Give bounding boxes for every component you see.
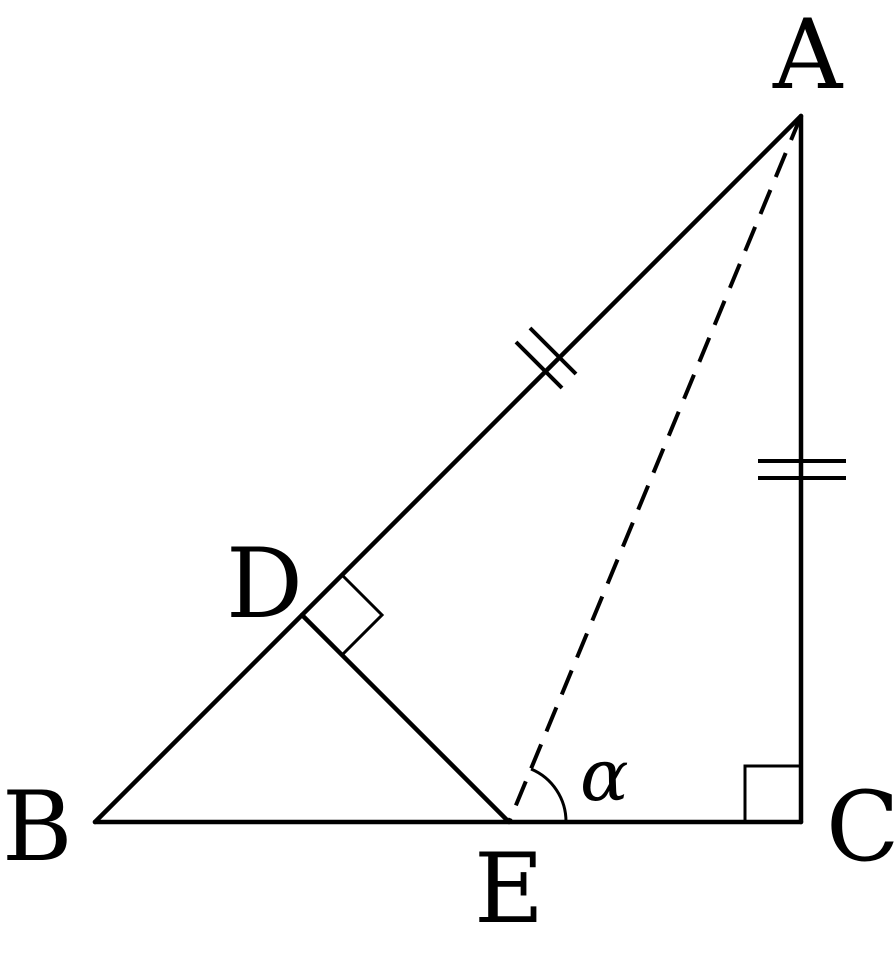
label-d: D: [226, 528, 303, 640]
right-angle-mark-d: [340, 573, 385, 657]
angle-arc-alpha: [530, 767, 568, 823]
segment-de: [299, 612, 512, 825]
label-alpha: α: [580, 733, 629, 817]
equal-ticks-ad: [514, 326, 578, 390]
right-angle-mark-c: [743, 764, 801, 822]
label-c: C: [826, 771, 896, 883]
segment-ab: [92, 113, 804, 825]
label-a: A: [772, 0, 844, 111]
equal-ticks-ac: [758, 459, 846, 480]
label-e: E: [474, 833, 544, 945]
segment-ae-dashed: [507, 115, 803, 823]
label-b: B: [2, 771, 73, 883]
